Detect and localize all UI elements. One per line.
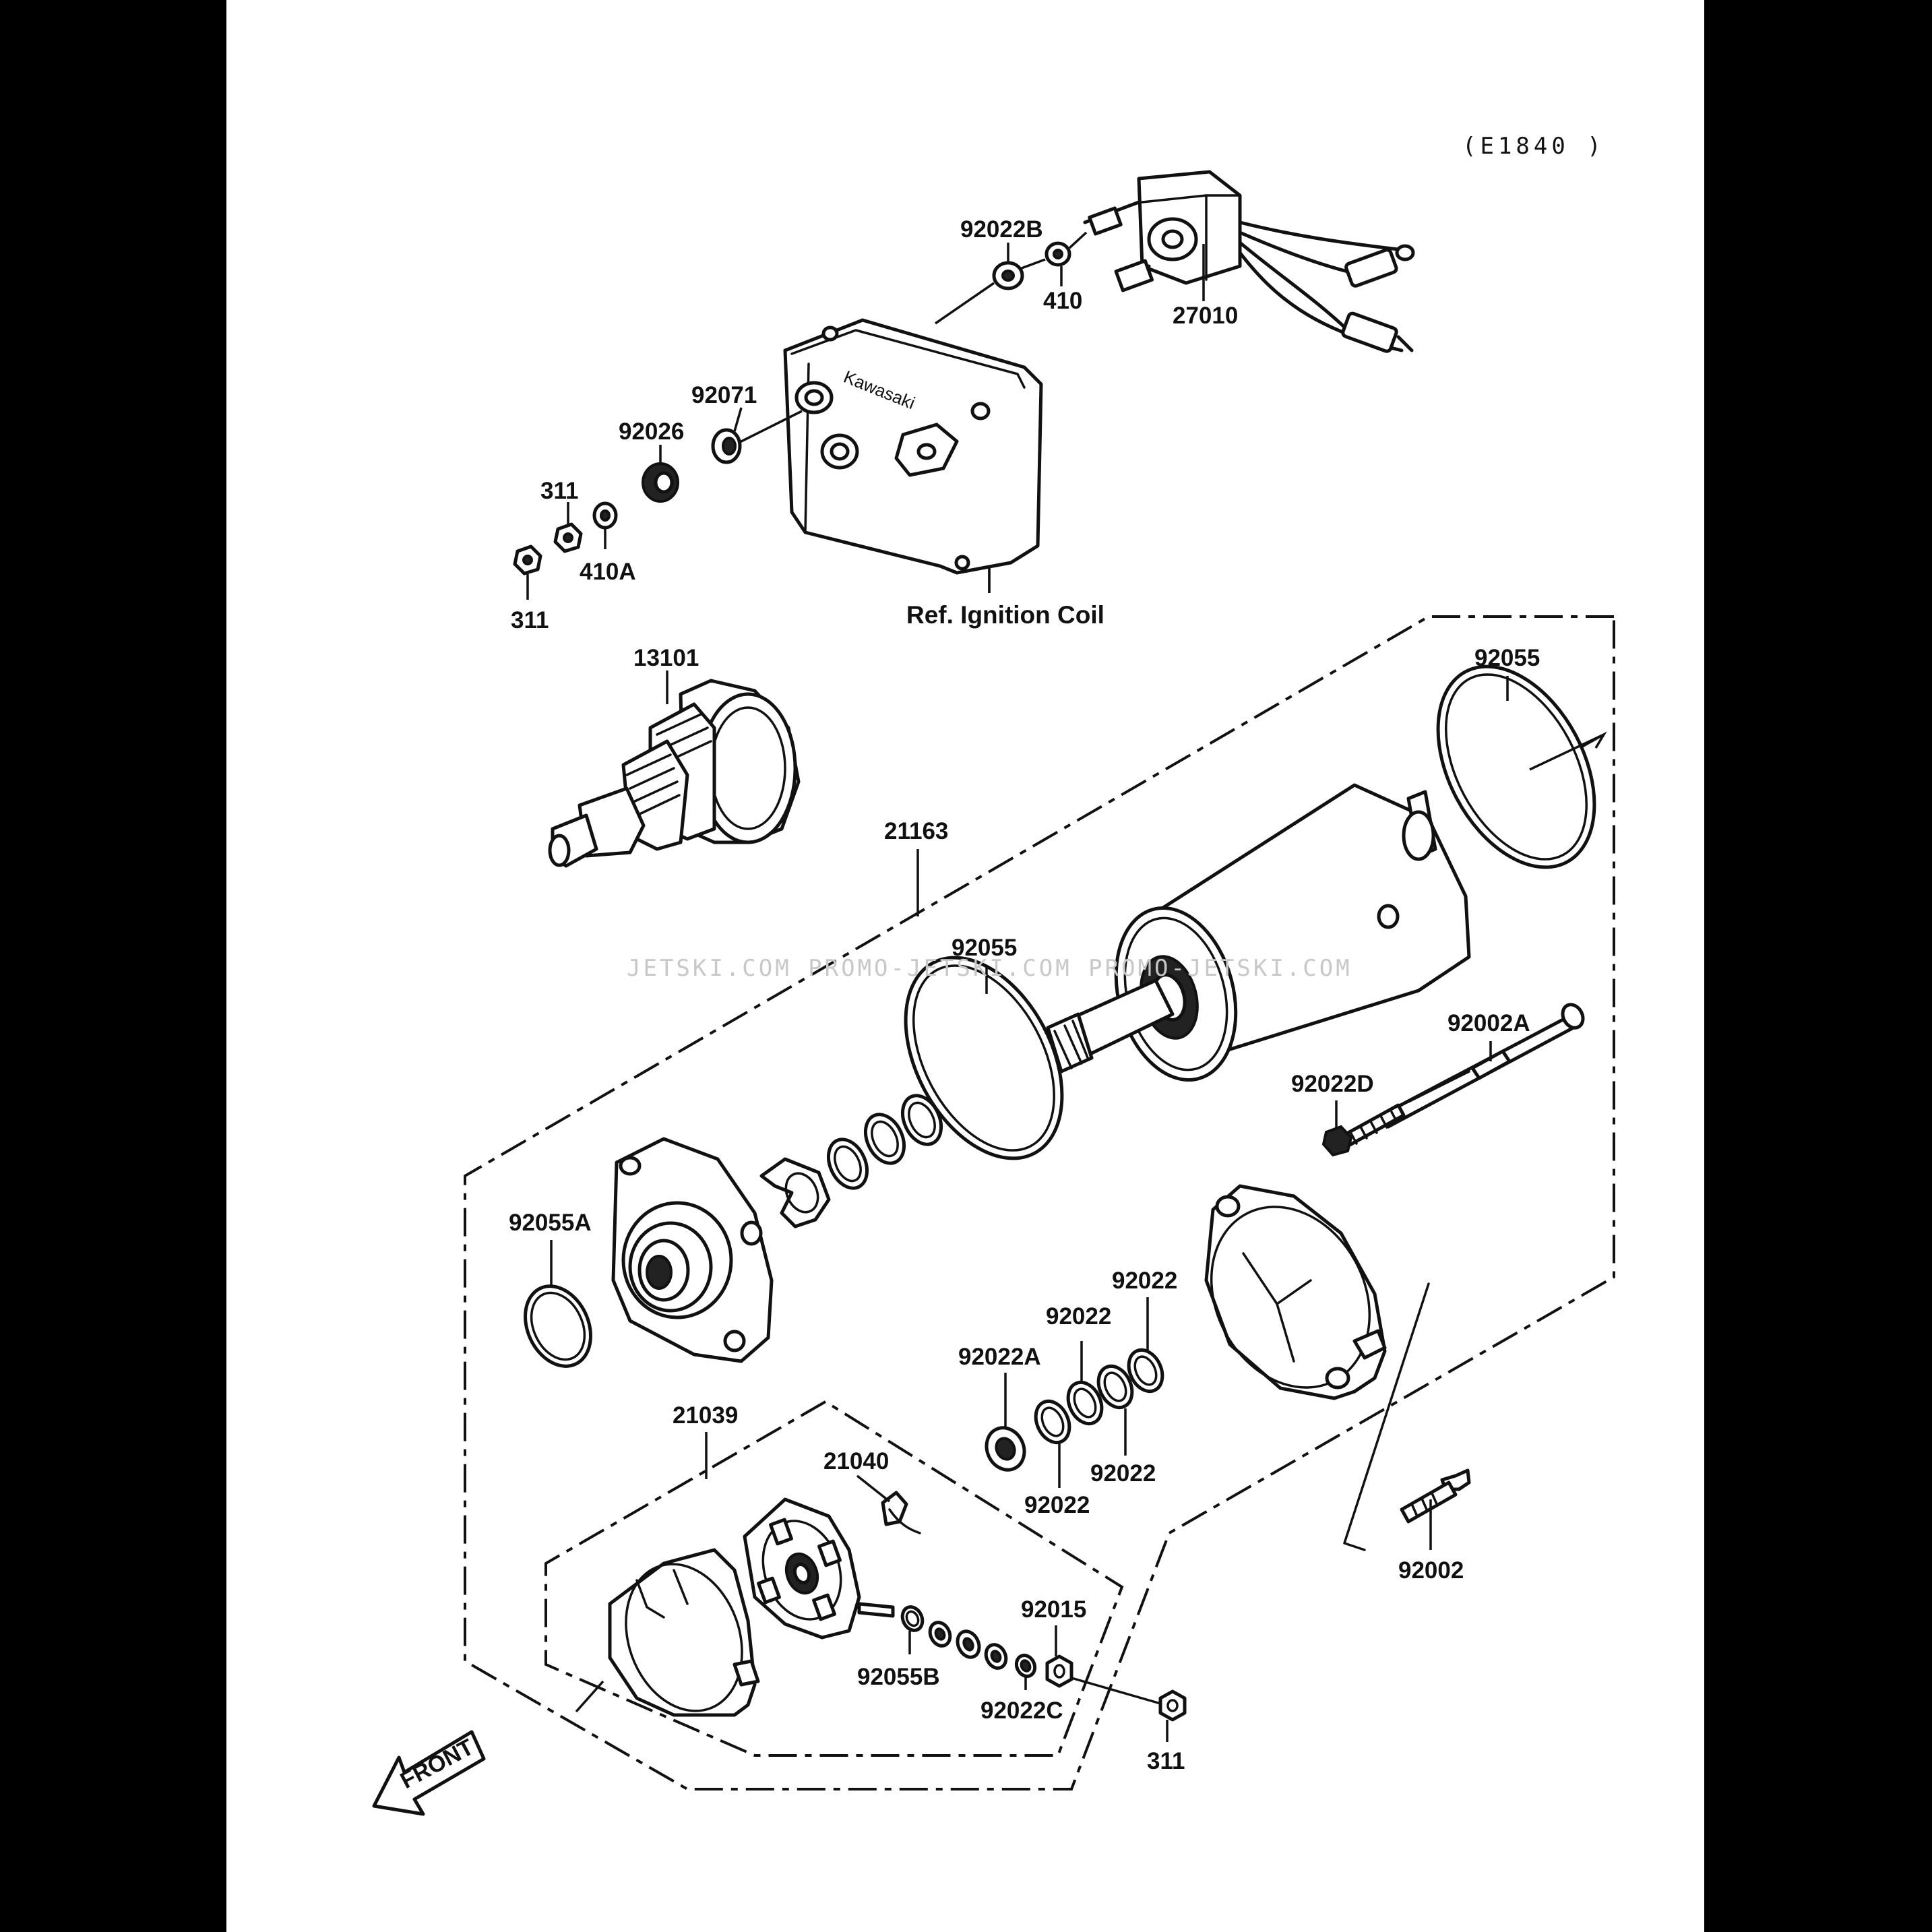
leader-lines	[526, 243, 1509, 1742]
label-92022C: 92022C	[980, 1697, 1063, 1724]
nut-311-upper	[553, 522, 583, 553]
centerline-coil	[734, 410, 803, 446]
label-311-bottom: 311	[1147, 1748, 1185, 1774]
nut-92015	[1045, 1654, 1073, 1688]
label-92022A: 92022A	[958, 1344, 1041, 1370]
label-27010: 27010	[1173, 303, 1238, 329]
washer-92022A	[985, 1426, 1026, 1472]
grommet-92026	[642, 462, 679, 503]
assembly-boundary-21163	[464, 615, 1615, 1790]
label-92022B: 92022B	[960, 216, 1043, 243]
brush-retainer-clip	[759, 1157, 831, 1228]
label-21163: 21163	[884, 818, 948, 844]
label-92022D: 92022D	[1291, 1071, 1374, 1097]
brush-spring-21040	[881, 1491, 921, 1534]
washers-92022-group	[1034, 1348, 1164, 1445]
label-92055A: 92055A	[509, 1210, 592, 1236]
label-92055-mid: 92055	[952, 935, 1017, 961]
label-21039: 21039	[673, 1402, 738, 1429]
centerline-right	[1529, 731, 1607, 771]
ignition-coil-housing: Kawasaki	[783, 318, 1043, 575]
o-ring-92055A	[524, 1284, 592, 1368]
starter-motor-body	[1046, 783, 1471, 1082]
label-92026: 92026	[619, 418, 684, 445]
label-92022-d: 92022	[1024, 1492, 1090, 1518]
label-92015: 92015	[1021, 1596, 1086, 1623]
o-ring-92055-top	[1436, 664, 1596, 869]
label-92022-b: 92022	[1046, 1303, 1111, 1330]
washer-92055B	[900, 1605, 925, 1632]
seal-92071	[711, 428, 742, 464]
label-92055-top: 92055	[1474, 645, 1540, 671]
shim-washers	[826, 1094, 943, 1190]
washer-410	[1045, 241, 1071, 267]
centerline-yoke	[575, 1680, 604, 1713]
label-92071: 92071	[691, 382, 757, 408]
label-311-upper: 311	[540, 478, 578, 504]
front-direction-arrow: FRONT	[372, 1730, 486, 1816]
washer-92022B	[992, 261, 1024, 290]
front-cover	[611, 1137, 774, 1363]
label-92055B: 92055B	[857, 1664, 940, 1690]
insulator-washers	[928, 1621, 1008, 1670]
label-410: 410	[1043, 288, 1082, 314]
label-311-left: 311	[511, 607, 549, 633]
assembly-zigzag-line	[1343, 1282, 1430, 1551]
brush-housing-yoke	[608, 1548, 760, 1717]
centerline-solenoid	[935, 231, 1088, 325]
label-92022-c: 92022	[1090, 1460, 1156, 1487]
label-21040: 21040	[823, 1448, 889, 1474]
label-13101: 13101	[633, 645, 699, 671]
washer-410A	[592, 501, 618, 530]
starter-clutch-13101	[548, 679, 801, 868]
label-92022-a: 92022	[1112, 1268, 1177, 1294]
bolt-92002	[1400, 1468, 1471, 1524]
label-92002: 92002	[1398, 1557, 1464, 1584]
starter-solenoid-27010	[1083, 170, 1415, 353]
ref-ignition-coil-note: Ref. Ignition Coil	[906, 601, 1104, 629]
nut-311-bottom	[1158, 1689, 1187, 1722]
label-92002A: 92002A	[1447, 1010, 1530, 1036]
centerline-bottom-bolt	[1071, 1677, 1161, 1705]
rear-end-cover	[1204, 1184, 1387, 1400]
o-ring-92055-mid	[904, 956, 1064, 1160]
nut-311-left	[513, 544, 542, 575]
washer-92022C	[1014, 1653, 1037, 1679]
label-410A: 410A	[580, 559, 636, 585]
nut-92022D	[1321, 1125, 1353, 1157]
assembly-boundary-21039	[544, 1400, 1124, 1757]
brush-plate-assembly	[743, 1497, 895, 1640]
diagram-code: (E1840 )	[1462, 133, 1605, 160]
watermark-text: JETSKI.COM PROMO-JETSKI.COM PROMO-JETSKI…	[627, 955, 1352, 982]
